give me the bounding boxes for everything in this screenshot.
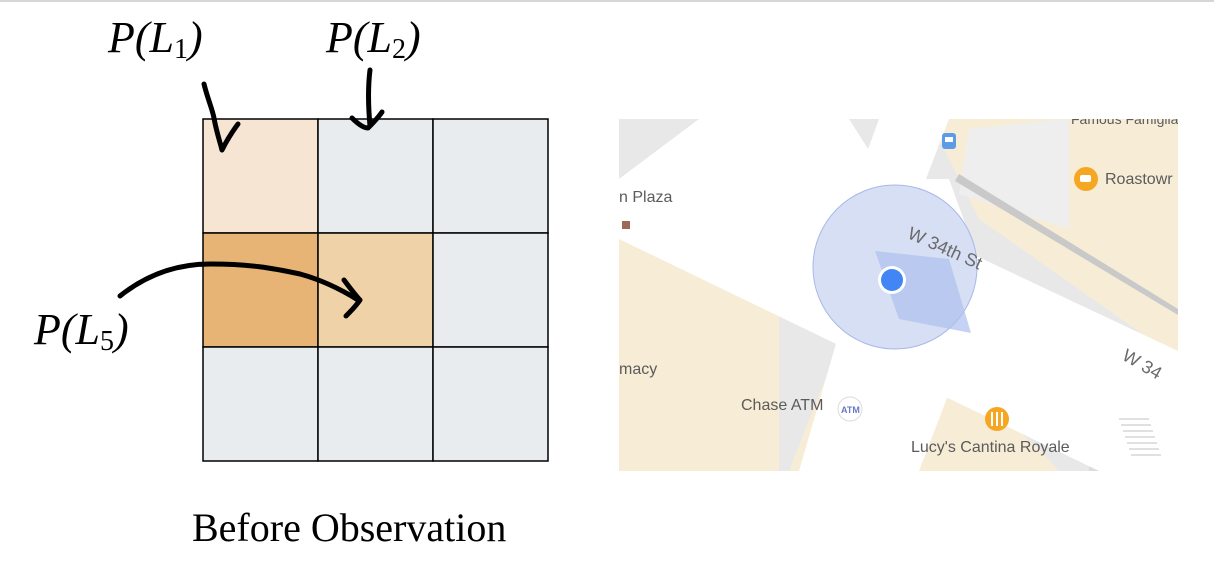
grid-cell-4 [202, 232, 319, 348]
place-roastown[interactable]: Roastowr [1105, 171, 1173, 188]
arrow-l2 [349, 67, 385, 131]
location-dot-icon [881, 269, 903, 291]
atm-badge: ATM [841, 405, 860, 415]
place-plaza[interactable]: n Plaza [619, 189, 673, 206]
place-lucys[interactable]: Lucy's Cantina Royale [911, 439, 1070, 456]
restaurant-icon [985, 407, 1009, 431]
map-canvas [619, 119, 1178, 471]
map-view[interactable]: Famous Famiglia Pizza Roastowr n Plaza m… [619, 119, 1178, 471]
place-macy[interactable]: macy [619, 361, 658, 378]
arrow-l1 [201, 81, 241, 153]
label-p-l5: P(L5) [34, 305, 129, 357]
top-divider [0, 0, 1214, 2]
grid-cell-2 [317, 118, 434, 234]
caption: Before Observation [192, 505, 507, 550]
grid-cell-3 [432, 118, 549, 234]
atm-icon [837, 396, 863, 422]
store-icon [619, 215, 636, 235]
probability-grid-diagram [117, 67, 549, 462]
arrow-l5 [117, 261, 363, 319]
place-pizza[interactable]: Famous Famiglia Pizza [1071, 119, 1178, 127]
bus-icon [942, 133, 956, 149]
grid-cell-9 [432, 346, 549, 462]
grid-cell-8 [317, 346, 434, 462]
coffee-icon [1074, 167, 1098, 191]
label-p-l2: P(L2) [326, 13, 421, 65]
label-p-l1: P(L1) [108, 13, 203, 65]
grid-cell-7 [202, 346, 319, 462]
place-chase-atm[interactable]: Chase ATM [741, 397, 824, 414]
grid-cell-6 [432, 232, 549, 348]
